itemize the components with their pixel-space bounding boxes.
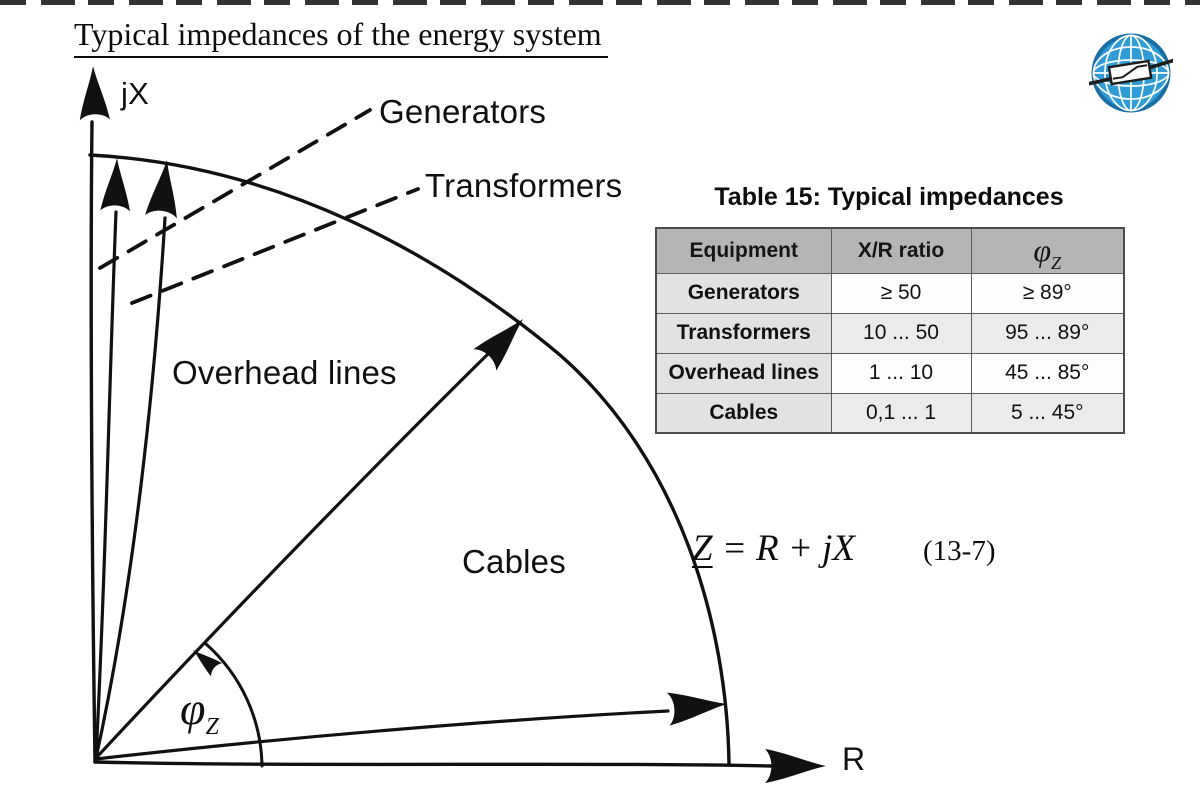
page-title: Typical impedances of the energy system [74,16,608,58]
cell-xr: 0,1 ... 1 [830,392,972,434]
jx-axis-label: jX [121,76,149,111]
cell-phi: ≥ 89° [970,272,1125,314]
cell-phi: 95 ... 89° [970,312,1125,354]
cell-xr: 1 ... 10 [830,352,972,394]
generators-leader-line [98,108,372,270]
generators-label: Generators [379,93,547,130]
formula-rhs: = R + jX [712,528,855,569]
cables-label: Cables [462,543,566,580]
formula-lhs: Z [692,528,713,569]
header-phi-symbol: φ [1033,232,1052,269]
phi-symbol: φ [180,683,206,734]
cell-phi: 45 ... 85° [970,352,1125,394]
transformers-label: Transformers [425,167,623,204]
transformers-arrowhead [145,158,183,219]
table-row: Transformers 10 ... 50 95 ... 89° [655,312,1125,354]
generators-vector [94,210,118,760]
phi-angle-arc [204,642,264,768]
cables-vector [94,709,670,761]
logo-impedance-box [1107,59,1153,86]
table-row: Cables 0,1 ... 1 5 ... 45° [655,392,1125,434]
phi-subscript: Z [205,714,219,740]
cell-equipment: Generators [655,272,832,314]
header-phi: φZ [970,227,1125,274]
impedances-table: Equipment X/R ratio φZ Generators ≥ 50 ≥… [655,227,1125,434]
r-axis [93,760,774,768]
impedance-formula: Z = R + jX (13-7) [692,527,995,570]
cell-xr: 10 ... 50 [830,312,972,354]
phi-angle-label: φZ [180,682,219,739]
jx-axis-arrowhead [77,65,110,121]
overhead-lines-label: Overhead lines [172,354,397,391]
header-equipment: Equipment [655,227,832,274]
transformers-leader-line [130,187,420,305]
cell-equipment: Overhead lines [655,352,832,394]
r-axis-label: R [842,741,866,777]
formula-equation-number: (13-7) [923,535,996,567]
cell-equipment: Transformers [655,312,832,354]
table-row: Generators ≥ 50 ≥ 89° [655,272,1125,314]
jx-axis [89,120,97,764]
top-dashed-strip [0,0,1200,5]
cell-xr: ≥ 50 [830,272,972,314]
cell-equipment: Cables [655,392,832,434]
globe-impedance-logo-icon [1089,33,1173,113]
table-title: Table 15: Typical impedances [714,183,1064,211]
cell-phi: 5 ... 45° [970,392,1125,434]
header-phi-subscript: Z [1051,253,1062,274]
header-xr-ratio: X/R ratio [830,227,972,274]
r-axis-arrowhead [765,748,826,784]
table-header-row: Equipment X/R ratio φZ [655,227,1125,274]
overhead-lines-vector [94,350,492,760]
impedance-arc [88,153,731,766]
generators-arrowhead [100,157,132,212]
transformers-vector [94,216,167,760]
phi-arc-arrowhead [187,643,223,677]
table-row: Overhead lines 1 ... 10 45 ... 85° [655,352,1125,394]
cables-arrowhead [666,687,729,726]
